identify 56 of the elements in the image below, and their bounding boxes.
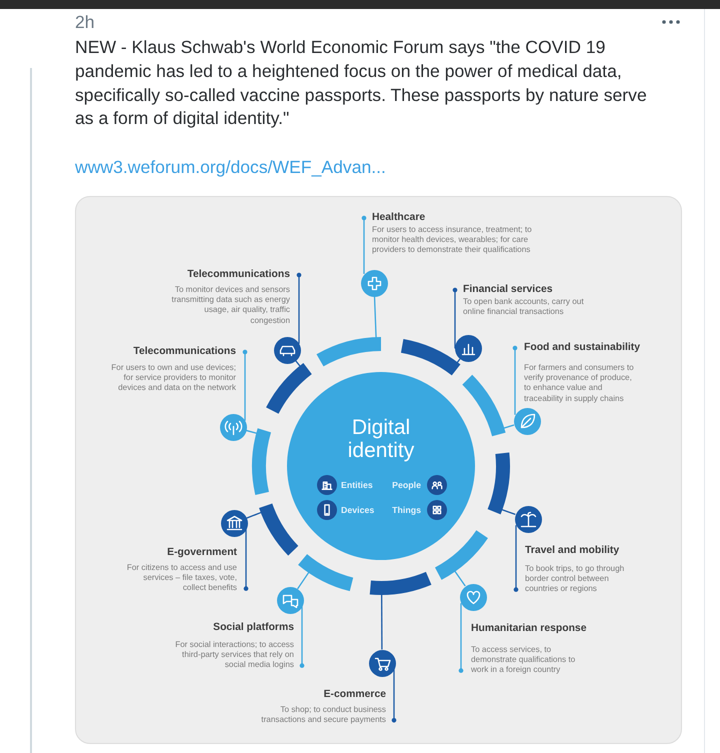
columned-building-icon [220, 510, 248, 536]
sector-description: To access services, to demonstrate qualifications to work in a foreign country [471, 644, 576, 676]
hub-item-label: Devices [341, 504, 374, 516]
leader-line [296, 272, 302, 344]
sector-description: For social interactions; to access third-party services that rely on social media logins [174, 640, 294, 671]
connector-stub [374, 296, 377, 338]
sector-description: For users to own and use devices; for service providers to monitor devices and data on the network [110, 362, 236, 394]
sector-heading: Humanitarian response [471, 623, 588, 635]
url-link: www3.weforum.org/docs/WEF_Advan... [75, 156, 386, 179]
sector-heading: Telecommunications [186, 269, 290, 281]
sector-description: To book trips, to go through border control between countries or regions [525, 564, 626, 595]
car-icon [274, 336, 300, 364]
bar-chart-icon [454, 334, 482, 362]
connector-stub [381, 594, 383, 650]
leaf-icon [514, 408, 540, 434]
connector-stub [456, 358, 461, 363]
leader-line [244, 529, 248, 591]
leader-line [300, 606, 304, 668]
leader-line [362, 216, 366, 274]
connector-stub [454, 570, 466, 586]
palm-tree-icon [514, 506, 542, 532]
sector-description: To shop; to conduct business transactions and secure payments [260, 704, 386, 726]
chat-icon [276, 586, 304, 614]
hub-item-label: People [392, 479, 421, 491]
leader-line [458, 603, 464, 673]
sector-description: For farmers and consumers to verify provenance of produce, to enhance value and traceability in supply chains [524, 362, 635, 404]
sector-heading: E-commerce [322, 689, 386, 701]
sector-heading: E-government [166, 547, 237, 559]
sector-description: For citizens to access and use services – file taxes, vote, collect benefits [126, 562, 237, 594]
sector-heading: Food and sustainability [524, 342, 640, 354]
leader-line [452, 288, 458, 349]
hub-item-label: Things [392, 504, 421, 516]
connector-stub [504, 424, 514, 429]
connector-stub [246, 430, 257, 434]
leader-line [242, 350, 248, 421]
medical-cross-icon [360, 270, 388, 296]
post-text: NEW - Klaus Schwab's World Economic Forum says "the COVID 19 pandemic has led to a heightened focus on the power of medical data, specifically so-called vaccine passports. These passports by nature serve as a form of digital identity." [75, 36, 648, 130]
sector-heading: Financial services [463, 284, 554, 296]
timestamp: 2h [75, 11, 95, 34]
connector-stub [502, 508, 516, 516]
connector-stub [246, 512, 262, 519]
hub-title: Digital identity [346, 416, 416, 462]
leader-line [392, 669, 396, 723]
sector-heading: Social platforms [212, 622, 294, 634]
sector-heading: Travel and mobility [525, 545, 620, 557]
sector-description: To open bank accounts, carry out online financial transactions [463, 296, 585, 318]
leader-line [514, 525, 518, 592]
cart-icon [368, 650, 396, 676]
sector-description: For users to access insurance, treatment; to monitor health devices, wearables; for care providers to demonstrate their qualifications [372, 224, 533, 256]
sector-heading: Telecommunications [132, 346, 236, 358]
sector-description: To monitor devices and sensors transmitting data such as energy usage, air quality, traffic congestion [170, 284, 290, 326]
sector-heading: Healthcare [372, 212, 426, 224]
antenna-icon [220, 414, 246, 440]
leader-line [512, 346, 518, 415]
hub-item-label: Entities [341, 479, 373, 491]
connector-stub [297, 572, 310, 590]
